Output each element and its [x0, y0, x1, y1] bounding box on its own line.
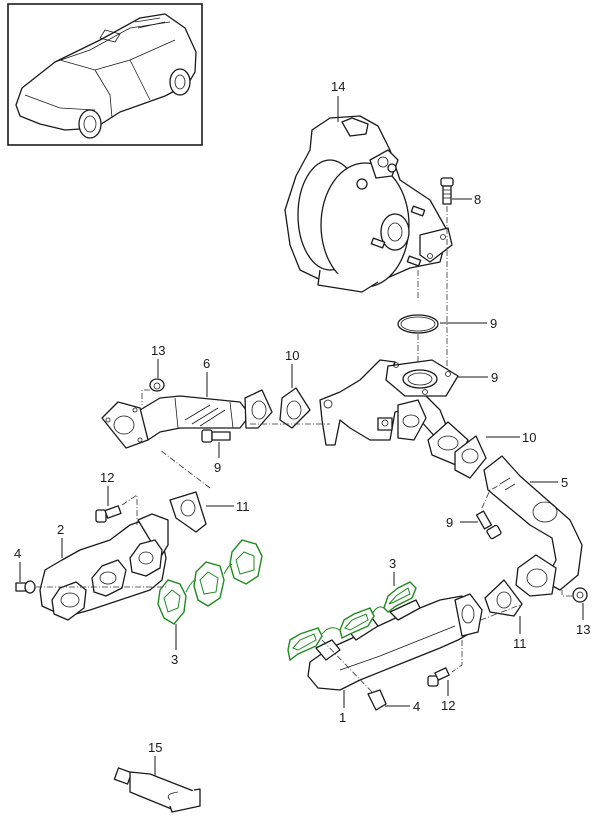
callout-11-right[interactable]: 11 — [513, 636, 527, 651]
callout-9-right[interactable]: 9 — [446, 515, 453, 530]
callout-5[interactable]: 5 — [561, 475, 568, 490]
bolt-12-left[interactable] — [95, 505, 122, 523]
manifold-gasket-right[interactable] — [287, 581, 417, 662]
callout-6[interactable]: 6 — [203, 356, 210, 371]
manifold-gasket-left[interactable] — [157, 539, 263, 625]
callout-15[interactable]: 15 — [148, 740, 162, 755]
turbo-flange-bracket[interactable] — [319, 359, 459, 446]
callout-1[interactable]: 1 — [339, 710, 346, 725]
exhaust-manifold-left[interactable] — [39, 513, 169, 621]
callout-10-right[interactable]: 10 — [522, 430, 536, 445]
callout-2[interactable]: 2 — [57, 522, 64, 537]
callout-8[interactable]: 9 — [490, 316, 497, 331]
turbocharger[interactable] — [284, 115, 453, 293]
stud-nut-4-right[interactable] — [367, 689, 387, 711]
car-icon — [15, 13, 197, 139]
callout-13-right[interactable]: 13 — [576, 622, 590, 637]
callout-7[interactable]: 9 — [491, 370, 498, 385]
callout-9-turbo[interactable]: 8 — [474, 192, 481, 207]
bolt-9-right[interactable] — [475, 510, 502, 540]
callout-4-left[interactable]: 4 — [14, 546, 21, 561]
stud-nut-4-left[interactable] — [15, 580, 36, 594]
sealing-paste-tube[interactable] — [113, 767, 201, 813]
connecting-pipe-right[interactable] — [483, 455, 583, 597]
exhaust-manifold-right[interactable] — [307, 593, 483, 691]
callout-10-left[interactable]: 10 — [285, 348, 299, 363]
gasket-10-right-b[interactable] — [454, 435, 487, 479]
callout-12-right[interactable]: 12 — [441, 698, 455, 713]
callout-14[interactable]: 14 — [331, 79, 345, 94]
callout-3-left[interactable]: 3 — [171, 652, 178, 667]
bolt-9-turbo[interactable] — [440, 177, 454, 205]
callout-9-left[interactable]: 9 — [214, 460, 221, 475]
bolt-9-left[interactable] — [201, 429, 231, 443]
flange-gasket-11-right[interactable] — [484, 579, 523, 617]
callout-11-left[interactable]: 11 — [236, 499, 250, 514]
flange-gasket-11-left[interactable] — [169, 491, 207, 533]
callout-3-right[interactable]: 3 — [389, 556, 396, 571]
callout-13-left[interactable]: 13 — [151, 343, 165, 358]
callout-12-left[interactable]: 12 — [100, 470, 114, 485]
vehicle-thumbnail — [7, 3, 203, 146]
connecting-pipe-left[interactable] — [101, 389, 273, 449]
callout-4-right[interactable]: 4 — [413, 699, 420, 714]
o-ring[interactable] — [397, 314, 439, 334]
bolt-12-right[interactable] — [427, 667, 450, 687]
gasket-10-left[interactable] — [279, 387, 311, 429]
nut-13-left[interactable] — [149, 378, 165, 392]
nut-13-right[interactable] — [572, 587, 588, 603]
